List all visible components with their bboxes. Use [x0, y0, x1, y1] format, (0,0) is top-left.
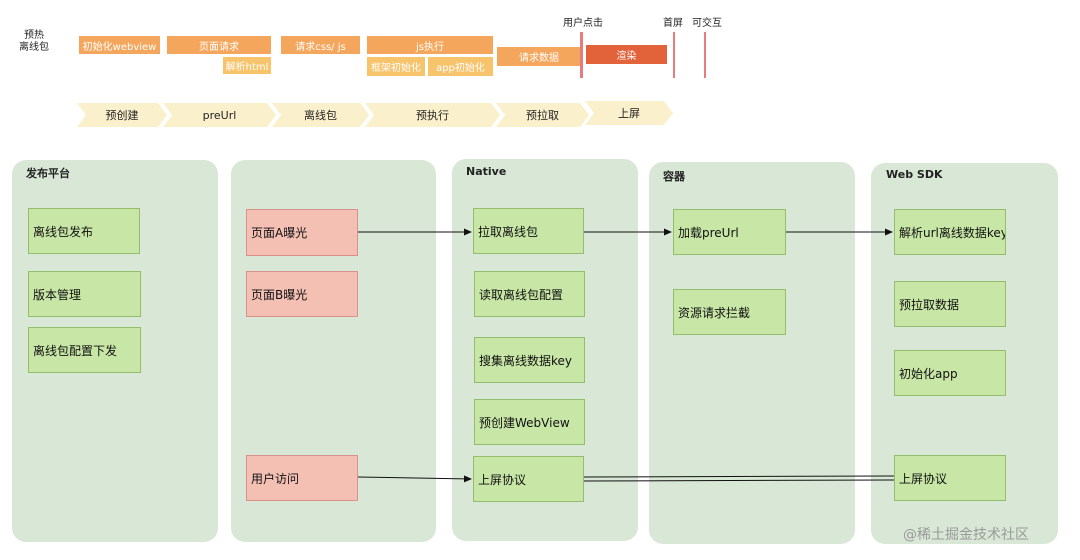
tl-page-request: 页面请求 [167, 36, 271, 54]
node-fetch-offline-pkg: 拉取离线包 [473, 208, 584, 254]
tl-js-exec: js执行 [367, 36, 493, 54]
node-page-a-exposure: 页面A曝光 [246, 209, 358, 256]
panel-title-container: 容器 [663, 170, 685, 183]
phase-preurl: preUrl [163, 103, 276, 127]
tl-parse-html: 解析html [223, 57, 271, 74]
node-load-preurl: 加载preUrl [673, 209, 786, 255]
node-resource-intercept: 资源请求拦截 [673, 289, 786, 335]
node-sdk-onscreen-protocol: 上屏协议 [894, 455, 1006, 501]
tl-framework-init: 框架初始化 [367, 57, 425, 76]
node-offline-config-deliver: 离线包配置下发 [28, 327, 141, 373]
phase-pre-execute: 预执行 [365, 103, 500, 127]
panel-title-native: Native [466, 165, 507, 178]
node-parse-url-key: 解析url离线数据key [894, 209, 1006, 255]
marker-first-screen [673, 32, 675, 78]
watermark: @稀土掘金技术社区 [903, 527, 1029, 543]
marker-user-click [580, 32, 583, 78]
row-label-line-1: 预热 [24, 30, 44, 41]
tl-init-webview: 初始化webview [79, 36, 160, 54]
timeline-row-label: 预热 离线包 [14, 30, 54, 54]
node-init-app: 初始化app [894, 350, 1006, 396]
phase-prefetch: 预拉取 [496, 103, 589, 127]
panel-title-publish: 发布平台 [26, 167, 70, 180]
phase-on-screen: 上屏 [585, 101, 673, 125]
panel-title-web-sdk: Web SDK [886, 168, 943, 181]
node-prefetch-data: 预拉取数据 [894, 281, 1006, 327]
tl-app-init: app初始化 [428, 57, 493, 76]
marker-interactive [704, 32, 706, 78]
tl-request-css-js: 请求css/ js [281, 36, 360, 54]
node-native-onscreen-protocol: 上屏协议 [473, 456, 584, 502]
row-label-line-2: 离线包 [19, 42, 49, 53]
node-collect-data-key: 搜集离线数据key [474, 337, 585, 383]
node-page-b-exposure: 页面B曝光 [246, 271, 358, 317]
node-read-offline-config: 读取离线包配置 [474, 271, 585, 317]
node-user-visit: 用户访问 [246, 455, 358, 501]
marker-label-first-screen: 首屏 [663, 18, 683, 29]
phase-precreate: 预创建 [77, 103, 167, 127]
phase-offline-pkg: 离线包 [272, 103, 369, 127]
marker-label-interactive: 可交互 [692, 18, 722, 29]
marker-label-user-click: 用户点击 [563, 18, 603, 29]
node-offline-pkg-publish: 离线包发布 [28, 208, 140, 254]
tl-request-data: 请求数据 [497, 47, 581, 66]
tl-render: 渲染 [586, 45, 667, 64]
node-version-management: 版本管理 [28, 271, 141, 317]
node-precreate-webview: 预创建WebView [474, 399, 585, 445]
